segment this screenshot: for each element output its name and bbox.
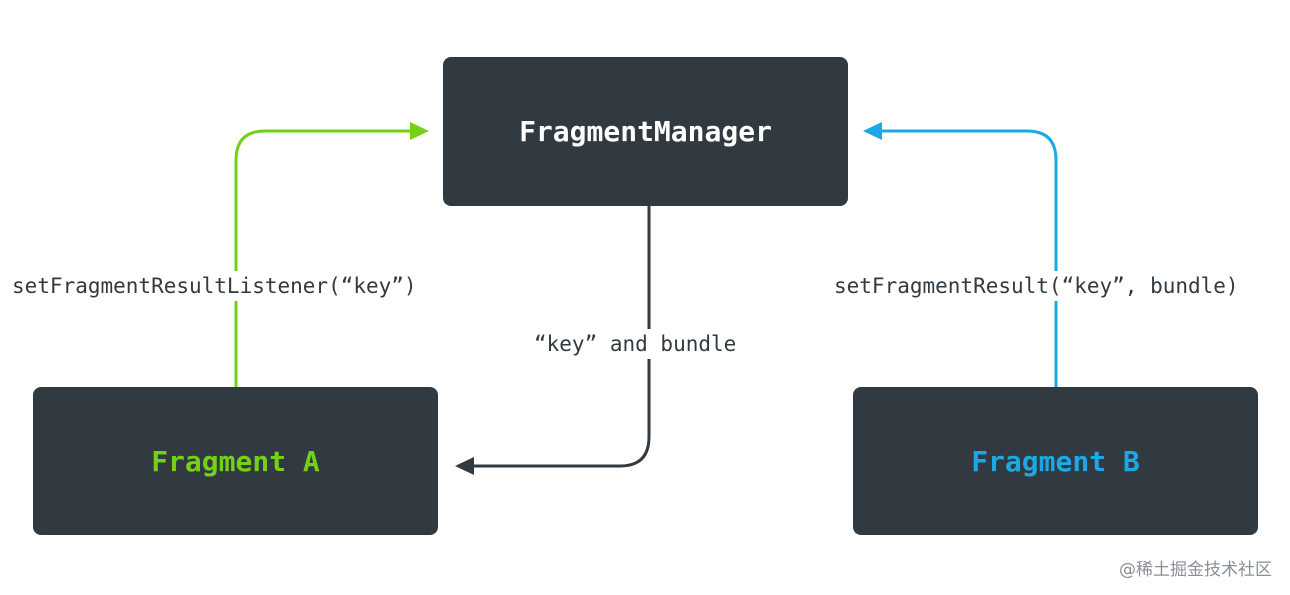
arrow-a-to-manager [234, 129, 412, 387]
fragment-a-label: Fragment A [151, 444, 320, 478]
edge-label-set-listener: setFragmentResultListener(“key”) [8, 271, 421, 301]
arrowhead-a-to-manager [410, 122, 429, 140]
arrowhead-manager-to-a [455, 457, 474, 475]
arrowhead-b-to-manager [863, 122, 882, 140]
fragment-b-label: Fragment B [971, 444, 1140, 478]
edge-label-set-result: setFragmentResult(“key”, bundle) [830, 271, 1243, 301]
watermark: @稀土掘金技术社区 [1119, 560, 1272, 580]
fragment-manager-label: FragmentManager [519, 115, 772, 148]
fragment-a-node: Fragment A [33, 387, 438, 535]
arrow-manager-to-a [472, 206, 651, 468]
fragment-manager-node: FragmentManager [443, 57, 848, 206]
edge-label-key-and-bundle: “key” and bundle [530, 329, 741, 359]
arrow-b-to-manager [880, 129, 1058, 387]
fragment-b-node: Fragment B [853, 387, 1258, 535]
